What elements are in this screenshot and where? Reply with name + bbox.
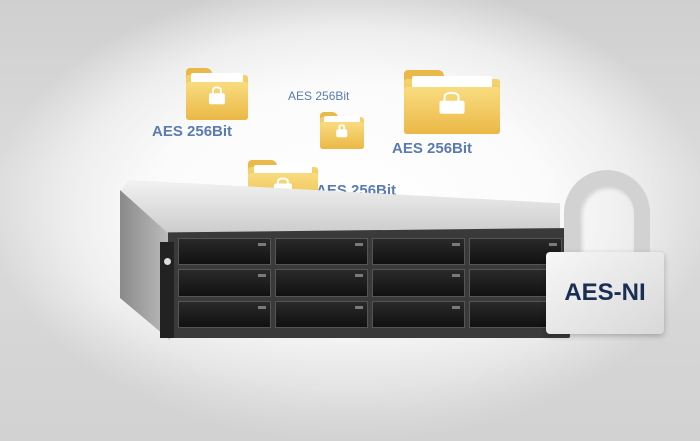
drive-bay xyxy=(275,269,368,297)
drive-led xyxy=(452,274,460,278)
drive-led xyxy=(258,274,266,278)
drive-bay xyxy=(178,269,271,297)
drive-led xyxy=(258,243,266,246)
folder-icon xyxy=(404,70,500,134)
padlock-label: AES-NI xyxy=(564,279,646,306)
drive-bay xyxy=(275,300,368,328)
drive-bay xyxy=(372,238,465,266)
server-rack-ear xyxy=(160,242,174,338)
drive-led xyxy=(452,243,460,246)
drive-bay xyxy=(372,269,465,297)
folder-icon xyxy=(186,68,248,120)
drive-led xyxy=(549,243,557,246)
drive-bay xyxy=(178,300,271,328)
padlock-body: AES-NI xyxy=(546,252,664,334)
drive-led xyxy=(452,305,460,309)
server-front-panel xyxy=(168,228,570,338)
drive-bay xyxy=(372,300,465,328)
drive-led xyxy=(355,243,363,246)
drive-led xyxy=(355,305,363,309)
drive-led xyxy=(258,305,266,309)
lock-icon xyxy=(336,124,348,138)
nas-server xyxy=(120,180,570,340)
drive-bay xyxy=(178,238,271,266)
label-aes-right-large: AES 256Bit xyxy=(392,140,473,157)
drive-bay xyxy=(275,238,368,266)
label-aes-top-left: AES 256Bit xyxy=(152,123,233,140)
aes-ni-padlock: AES-NI xyxy=(546,170,664,335)
label-aes-center-small: AES 256Bit xyxy=(288,89,350,103)
lock-icon xyxy=(208,85,226,104)
lock-icon xyxy=(439,91,465,115)
power-button-icon xyxy=(164,258,171,265)
drive-led xyxy=(355,274,363,278)
folder-icon xyxy=(320,112,364,149)
